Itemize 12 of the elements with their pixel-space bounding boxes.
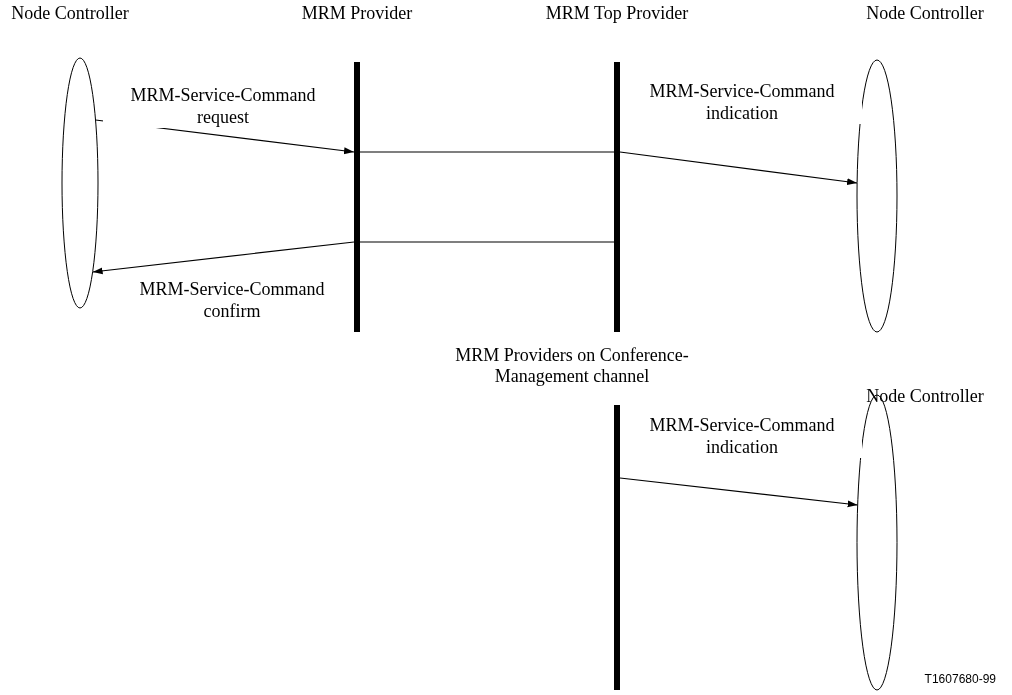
participant-heading: Node Controller: [10, 3, 130, 24]
participant-heading: MRM Provider: [300, 3, 414, 24]
arrow: [92, 241, 355, 275]
figure-number: T1607680-99: [924, 672, 996, 686]
connector-line: [359, 241, 615, 243]
participant-heading: MRM Top Provider: [544, 3, 690, 24]
connector-line: [359, 151, 615, 153]
participant-heading: MRM Providers on Conference-Management channel: [454, 345, 690, 387]
participant-heading: Node Controller: [865, 386, 985, 407]
arrow: [619, 151, 858, 186]
participant-heading: Node Controller: [865, 3, 985, 24]
arrow: [619, 477, 859, 508]
